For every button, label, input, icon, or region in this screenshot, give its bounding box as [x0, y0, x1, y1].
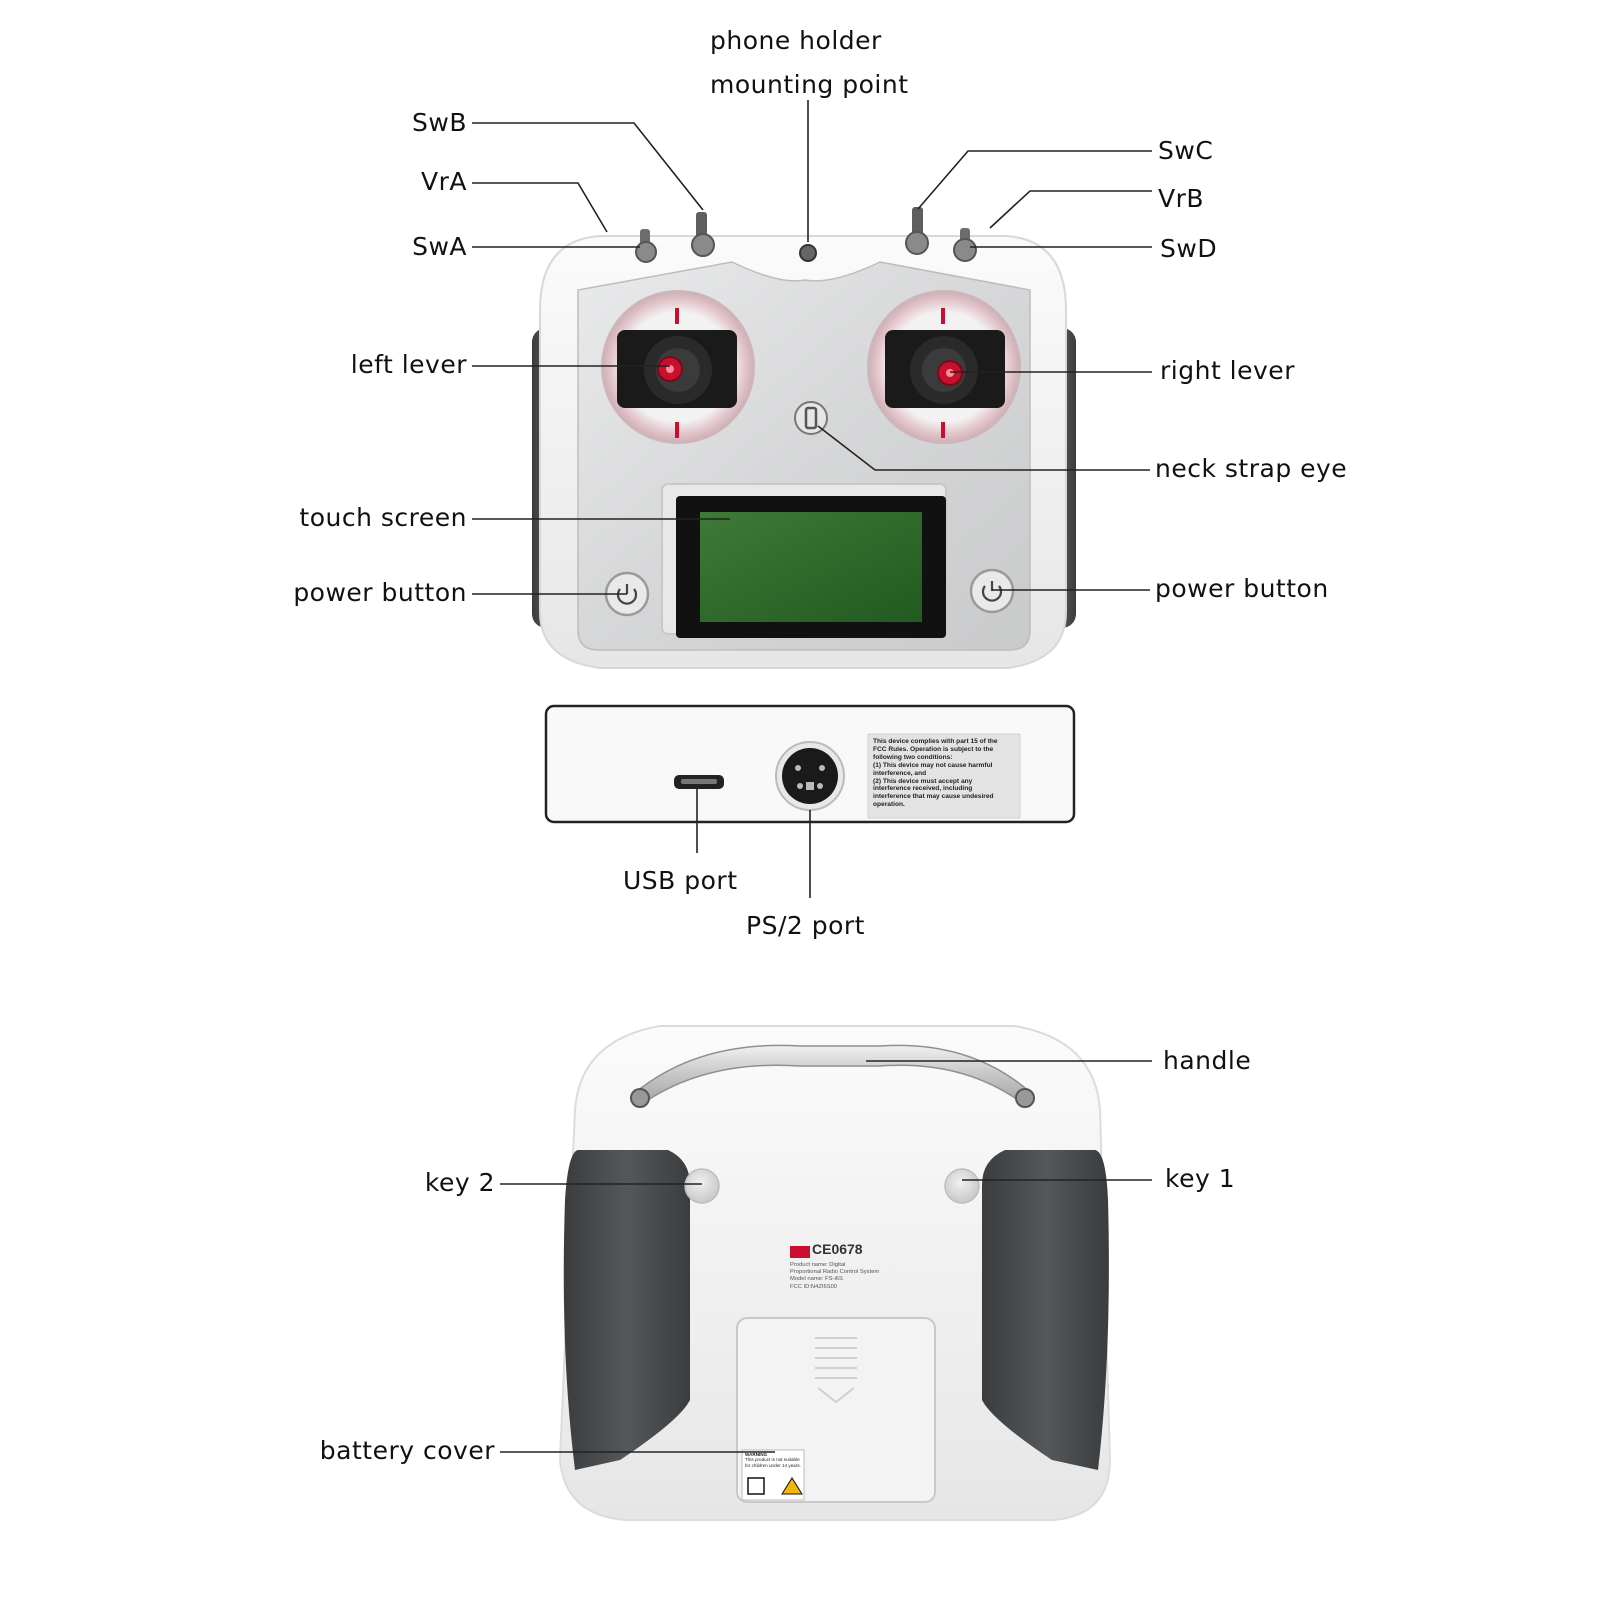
leader-vra	[472, 182, 608, 233]
label-power-button-left: power button	[293, 578, 467, 607]
label-power-button-right: power button	[1155, 574, 1329, 603]
label-swd: SwD	[1160, 234, 1218, 263]
back-grip-right	[982, 1150, 1109, 1470]
label-right-lever: right lever	[1160, 356, 1295, 385]
ps2-port[interactable]	[775, 741, 845, 811]
leader-vrb	[989, 190, 1152, 229]
left-lever-gimbal[interactable]	[601, 290, 755, 444]
fcc-line: interference that may cause undesired	[873, 793, 994, 801]
battery-cover-grip-ridges	[815, 1337, 857, 1379]
label-swc: SwC	[1158, 136, 1214, 165]
brand-logo-mark	[790, 1246, 810, 1258]
fcc-line: (2) This device must accept any	[873, 777, 973, 785]
warning-label-text: WARNING This product is not suitable for…	[745, 1452, 803, 1468]
phone-holder-mount	[799, 244, 817, 262]
label-neck-strap-eye: neck strap eye	[1155, 454, 1348, 483]
handle-screw-right	[1015, 1088, 1035, 1108]
rating-plate-text: Product name: Digital Proportional Radio…	[790, 1262, 910, 1291]
back-view	[558, 1025, 1112, 1521]
warning-title: WARNING	[745, 1452, 768, 1457]
front-view	[532, 207, 1076, 669]
fcc-label	[867, 733, 1021, 819]
bottom-port-view	[544, 704, 1076, 824]
fcc-notice-text: This device complies with part 15 of the…	[873, 738, 1019, 809]
label-touch-screen: touch screen	[299, 503, 467, 532]
fcc-line: FCC Rules. Operation is subject to the	[873, 745, 994, 753]
swc-switch[interactable]	[905, 207, 929, 255]
label-phone-holder-line2: mounting point	[710, 70, 909, 99]
leader-swc	[917, 150, 1152, 210]
fcc-line: This device complies with part 15 of the	[873, 738, 998, 745]
age-icon	[747, 1477, 765, 1495]
touch-screen[interactable]	[700, 512, 922, 622]
fcc-line: following two conditions:	[873, 753, 953, 761]
key-1[interactable]	[944, 1168, 980, 1204]
swb-switch[interactable]	[691, 212, 715, 257]
warning-line: for children under 14 years.	[745, 1462, 801, 1468]
leader-lines	[472, 100, 1152, 1453]
label-vra: VrA	[421, 167, 467, 196]
handle-screw-left	[630, 1088, 650, 1108]
fcc-line: (1) This device may not cause harmful	[873, 761, 993, 769]
fcc-line: interference, and	[873, 769, 927, 777]
back-grip-left	[563, 1150, 690, 1470]
power-button-right[interactable]	[969, 568, 1015, 614]
label-ps2-port: PS/2 port	[746, 911, 865, 940]
back-body	[558, 1025, 1112, 1521]
label-phone-holder-line1: phone holder	[710, 26, 882, 55]
label-key2: key 2	[424, 1168, 495, 1197]
plate-line: Product name: Digital	[790, 1262, 846, 1268]
warning-triangle-icon	[781, 1477, 803, 1495]
swa-switch[interactable]	[635, 229, 657, 263]
label-swb: SwB	[412, 108, 467, 137]
warning-line: This product is not suitable	[745, 1457, 800, 1463]
fcc-line: operation.	[873, 801, 905, 809]
swd-switch[interactable]	[953, 228, 977, 262]
label-left-lever: left lever	[350, 350, 467, 379]
leader-swb	[472, 122, 704, 211]
plate-line: FCC ID:N4ZI6S00	[790, 1283, 838, 1290]
label-handle: handle	[1163, 1046, 1252, 1075]
right-lever-gimbal[interactable]	[867, 290, 1021, 444]
usb-port[interactable]	[674, 775, 724, 789]
label-swa: SwA	[412, 232, 467, 261]
leader-neck-strap	[817, 425, 1150, 471]
label-usb-port: USB port	[623, 866, 738, 895]
ce-mark: CE0678	[812, 1241, 863, 1257]
fcc-line: interference received, including	[873, 785, 973, 793]
slide-arrow-icon	[817, 1387, 855, 1404]
key-2[interactable]	[684, 1168, 720, 1204]
plate-line: Proportional Radio Control System	[790, 1269, 880, 1276]
plate-line: Model name: FS-i6S	[790, 1276, 843, 1283]
label-key1: key 1	[1165, 1164, 1236, 1193]
label-battery-cover: battery cover	[319, 1436, 495, 1465]
label-vrb: VrB	[1158, 184, 1205, 213]
